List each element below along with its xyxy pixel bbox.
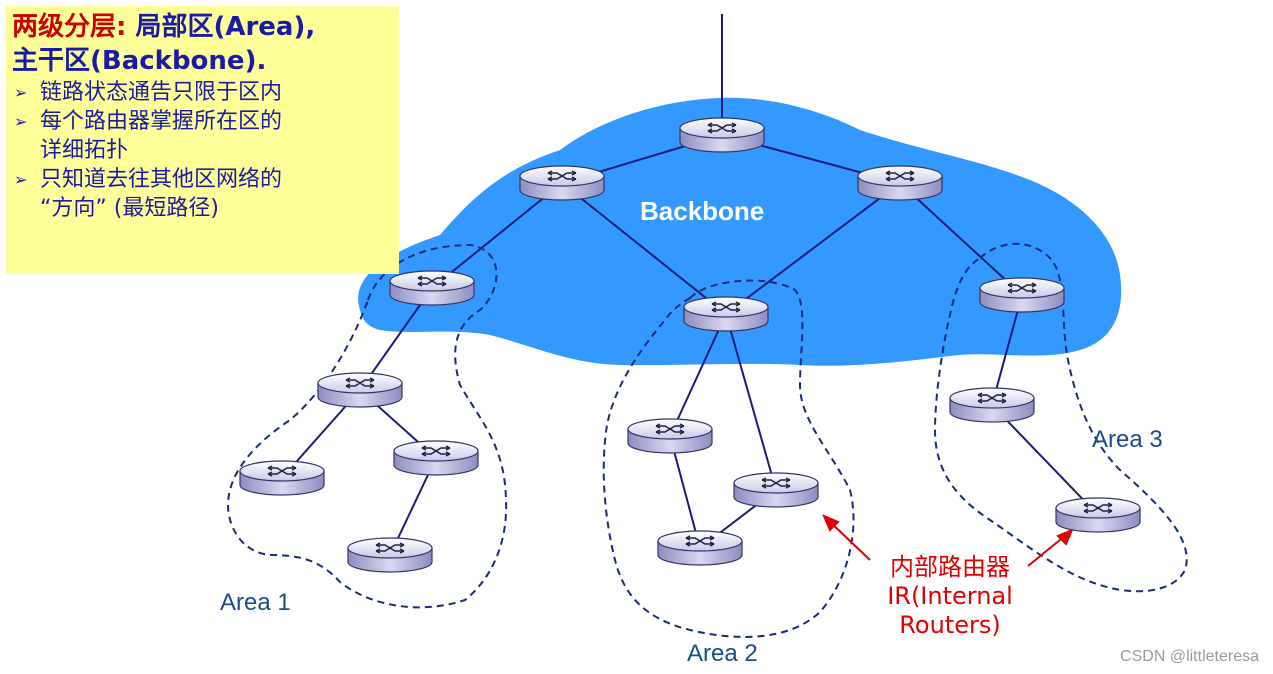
bullet-arrow-icon: ➢ <box>14 83 28 102</box>
router-backbone-left <box>519 165 605 201</box>
router-area2-border <box>683 296 769 332</box>
backbone-label: Backbone <box>640 196 765 226</box>
note-heading-line2: 主干区(Backbone). <box>12 46 267 76</box>
note-bullet: ➢ 只知道去往其他区网络的 <box>12 165 397 194</box>
bullet-arrow-icon: ➢ <box>14 112 28 131</box>
ir-annotation-line1: 内部路由器 <box>890 553 1010 581</box>
bullet-text: “方向” (最短路径) <box>40 196 219 221</box>
router-area1-internal-3 <box>393 440 479 476</box>
area1-label: Area 1 <box>220 589 291 616</box>
area3-border <box>933 242 1188 593</box>
ir-arrows <box>822 514 1074 567</box>
router-area1-border <box>389 270 475 306</box>
note-bullet-continuation: 详细拓扑 <box>12 136 397 165</box>
note-text: 两级分层: 局部区(Area), 主干区(Backbone). ➢ 链路状态通告只… <box>12 10 397 223</box>
router-area3-internal-1 <box>949 387 1035 423</box>
bullet-arrow-icon: ➢ <box>14 170 28 189</box>
ir-annotation-line2: IR(Internal <box>887 582 1013 610</box>
area1-border <box>226 243 508 609</box>
area3-label: Area 3 <box>1092 426 1163 453</box>
backbone-cloud <box>358 97 1122 366</box>
router-area2-internal-1 <box>627 418 713 454</box>
note-bullet: ➢ 链路状态通告只限于区内 <box>12 78 397 107</box>
bullet-text: 只知道去往其他区网络的 <box>40 167 283 192</box>
credit-watermark: CSDN @littleteresa <box>1120 648 1259 665</box>
bullet-text: 每个路由器掌握所在区的 <box>40 109 283 134</box>
router-area3-border <box>979 277 1065 313</box>
router-backbone-right <box>857 165 943 201</box>
note-heading: 两级分层: 局部区(Area), <box>12 10 397 44</box>
router-area1-internal-1 <box>317 372 403 408</box>
area2-border <box>602 279 855 638</box>
router-backbone-top <box>679 117 765 153</box>
router-area1-internal-2 <box>239 460 325 496</box>
note-box <box>6 6 399 274</box>
note-bullet: ➢ 每个路由器掌握所在区的 <box>12 107 397 136</box>
note-heading-rest: 局部区(Area), <box>126 12 316 42</box>
router-area1-internal-4 <box>347 537 433 573</box>
area2-label: Area 2 <box>687 640 758 667</box>
router-area3-internal-2 <box>1055 497 1141 533</box>
note-bullet-continuation: “方向” (最短路径) <box>12 194 397 223</box>
bullet-text: 详细拓扑 <box>40 138 129 163</box>
ir-annotation-line3: Routers) <box>899 611 1001 639</box>
ir-annotation: 内部路由器 IR(Internal Routers) <box>870 553 1030 640</box>
router-area2-internal-3 <box>657 530 743 566</box>
router-area2-internal-2 <box>733 472 819 508</box>
note-heading-red: 两级分层: <box>12 12 127 42</box>
bullet-text: 链路状态通告只限于区内 <box>40 80 283 105</box>
area-borders <box>226 242 1188 638</box>
